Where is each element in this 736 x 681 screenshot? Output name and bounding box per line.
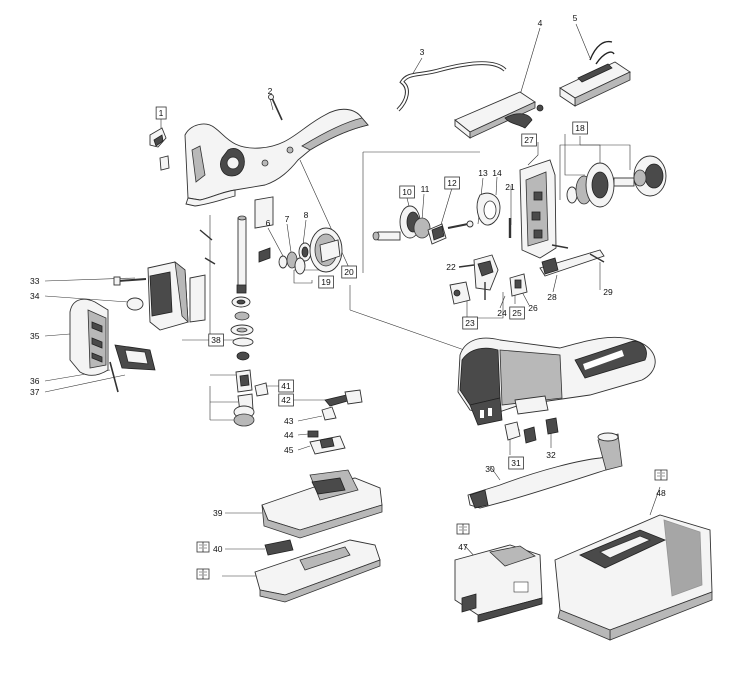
- callout-34: 34: [30, 291, 40, 301]
- part-35-cover: [69, 298, 109, 376]
- callout-11: 11: [421, 184, 430, 194]
- book-icons: [196, 469, 668, 580]
- part-34-cap: [126, 297, 144, 311]
- parts-42-45: [307, 389, 363, 455]
- callout-36: 36: [30, 376, 40, 386]
- parts-13-14: [476, 192, 512, 238]
- callout-box-27: [521, 133, 537, 147]
- callout-26: 26: [528, 303, 538, 313]
- callout-box-12: [444, 176, 460, 190]
- housing-left-half: [184, 108, 369, 207]
- part-27-housing: [519, 159, 569, 259]
- callout-45: 45: [284, 445, 294, 455]
- callout-4: 4: [538, 18, 543, 28]
- part-19-gear-wheel: [309, 227, 343, 273]
- callout-39: 39: [213, 508, 223, 518]
- callout-33: 33: [30, 276, 40, 286]
- callout-box-19: [318, 275, 334, 289]
- callout-29: 29: [603, 287, 613, 297]
- callout-box-38: [208, 333, 224, 347]
- callout-12: 12: [447, 178, 457, 188]
- callout-25: 25: [512, 308, 522, 318]
- parts-28-29-lever: [539, 249, 605, 277]
- callout-21: 21: [505, 182, 515, 192]
- callout-box-41: [278, 379, 294, 393]
- callout-box-31: [508, 456, 524, 470]
- callout-box-42: [278, 393, 294, 407]
- callout-box-1: [155, 106, 167, 120]
- part-3-wire: [396, 61, 507, 112]
- part-40-pad: [264, 539, 294, 556]
- callout-1: 1: [159, 108, 164, 118]
- callout-24: 24: [497, 308, 507, 318]
- callout-box-23: [462, 316, 478, 330]
- callout-22: 22: [446, 262, 456, 272]
- callout-7: 7: [285, 214, 290, 224]
- parts-22-26-switch: [449, 254, 528, 305]
- gearbox-cover: [147, 261, 206, 331]
- parts-36-37: [109, 344, 156, 393]
- callout-43: 43: [284, 416, 294, 426]
- callout-13: 13: [478, 168, 488, 178]
- callout-6: 6: [266, 218, 271, 228]
- part-20-main-housing: [457, 336, 656, 426]
- shoe-plate: [254, 539, 381, 603]
- callout-32: 32: [546, 450, 556, 460]
- callout-37: 37: [30, 387, 40, 397]
- callout-box-25: [509, 306, 525, 320]
- callout-28: 28: [547, 292, 557, 302]
- book-icon: [196, 568, 210, 580]
- callout-10: 10: [402, 187, 412, 197]
- callout-19: 19: [321, 277, 331, 287]
- callout-44: 44: [284, 430, 294, 440]
- callout-14: 14: [492, 168, 502, 178]
- callout-20: 20: [344, 267, 354, 277]
- part-33-screw: [113, 276, 147, 286]
- parts-10-11-12-drive: [372, 205, 474, 245]
- callout-31: 31: [511, 458, 521, 468]
- callout-box-20: [341, 265, 357, 279]
- callout-18: 18: [575, 123, 585, 133]
- callout-3: 3: [420, 47, 425, 57]
- callout-48: 48: [656, 488, 666, 498]
- callout-8: 8: [304, 210, 309, 220]
- part-39-base-plate: [261, 469, 383, 539]
- parts-31-32: [504, 417, 559, 444]
- part-38-washer-stack: [230, 284, 254, 361]
- part-4-electronics: [454, 91, 544, 139]
- callout-40: 40: [213, 544, 223, 554]
- book-icon: [654, 469, 668, 481]
- callout-27: 27: [524, 135, 534, 145]
- callout-labels: 1 2 3 4 5 6 7 8 10 11 12 13 14 18 19 20 …: [30, 13, 666, 554]
- part-5-switch: [559, 40, 631, 107]
- part-18-motor: [566, 155, 667, 208]
- part-1-trigger: [149, 127, 170, 171]
- callout-2: 2: [268, 86, 273, 96]
- book-icon: [456, 523, 470, 535]
- callout-23: 23: [465, 318, 475, 328]
- callout-38: 38: [211, 335, 221, 345]
- callout-42: 42: [281, 395, 291, 405]
- callout-47: 47: [458, 542, 468, 552]
- part-48-charger: [554, 514, 713, 641]
- part-30-extraction-tube: [467, 432, 623, 509]
- book-icon: [196, 541, 210, 553]
- part-41-guide: [233, 369, 269, 427]
- callout-35: 35: [30, 331, 40, 341]
- callout-box-18: [572, 121, 588, 135]
- parts-6-7-8-bearings: [278, 242, 312, 275]
- callout-30: 30: [485, 464, 495, 474]
- part-47-battery: [454, 544, 543, 623]
- callout-5: 5: [573, 13, 578, 23]
- callout-41: 41: [281, 381, 291, 391]
- part-2-screw: [268, 94, 283, 121]
- callout-box-10: [399, 185, 415, 199]
